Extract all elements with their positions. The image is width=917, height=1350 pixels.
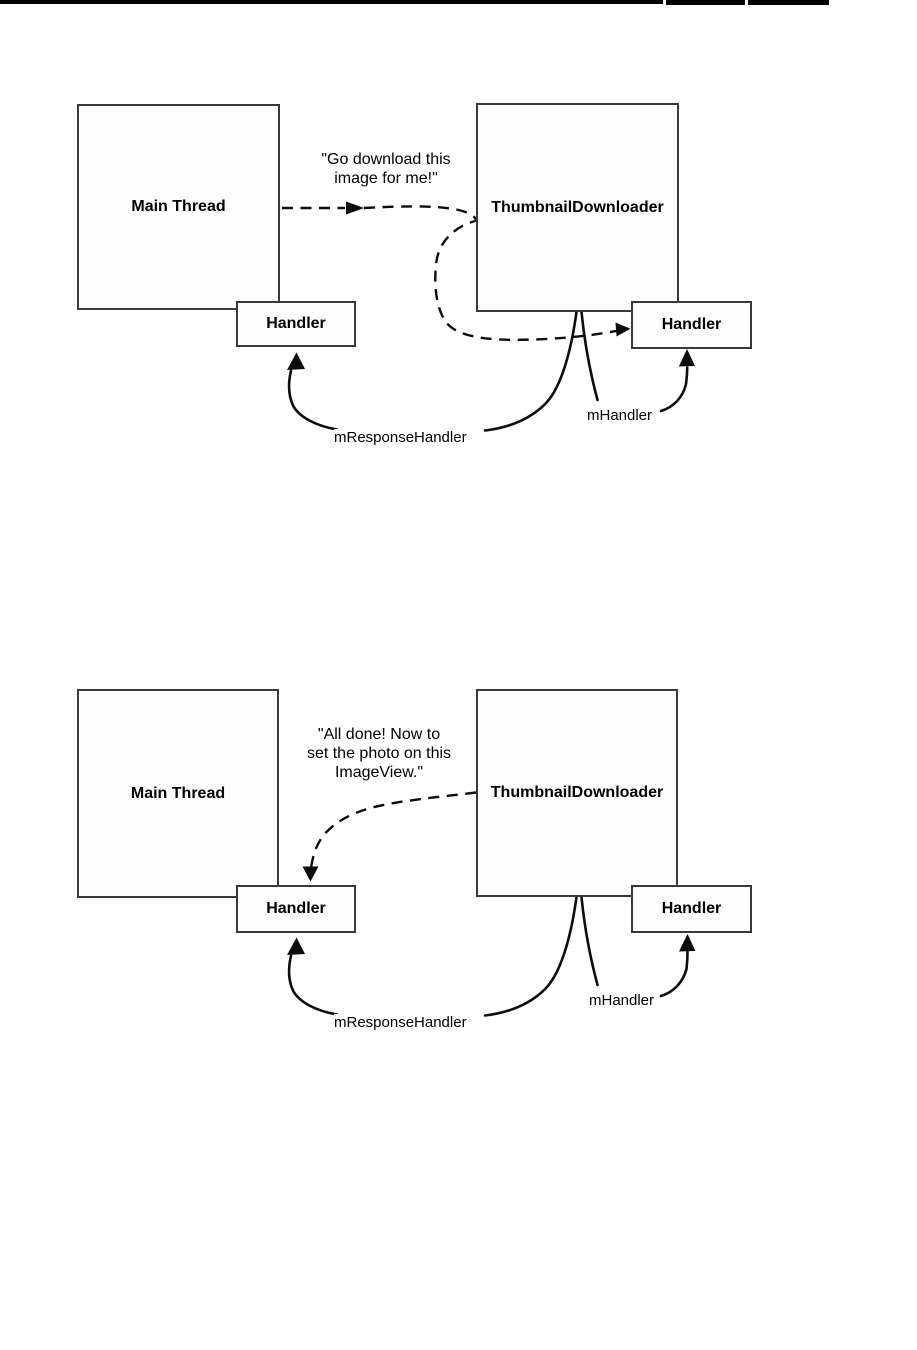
fig1-thumbnail-downloader-label: ThumbnailDownloader bbox=[491, 198, 664, 216]
fig2-line-to-mhandler bbox=[580, 895, 599, 987]
fig2-mhandler-label: mHandler bbox=[589, 992, 655, 1009]
fig2-main-handler-label: Handler bbox=[266, 900, 326, 917]
fig1-mresponsehandler-arrowhead bbox=[287, 352, 305, 370]
fig1-message-arrowhead-mid bbox=[346, 201, 364, 215]
fig2-main-handler-box: Handler bbox=[236, 885, 356, 933]
header-rule-left bbox=[0, 0, 663, 4]
fig2-downloader-handler-box: Handler bbox=[631, 885, 752, 933]
fig1-line-to-mhandler bbox=[580, 310, 599, 402]
fig1-mresponsehandler-arrow bbox=[287, 369, 339, 431]
fig1-message-quote: "Go download this image for me!" bbox=[321, 151, 451, 187]
fig2-downloader-handler-label: Handler bbox=[661, 900, 722, 917]
fig2-message-dashed-curve bbox=[309, 791, 477, 870]
fig1-mhandler-label: mHandler bbox=[587, 407, 653, 424]
fig2-mresponsehandler-label: mResponseHandler bbox=[334, 1014, 467, 1031]
fig1-main-handler-box: Handler bbox=[236, 301, 356, 347]
fig2-message-quote: "All done! Now to set the photo on this … bbox=[306, 726, 452, 781]
fig1-mresponsehandler-label: mResponseHandler bbox=[334, 429, 467, 446]
fig2-main-thread-label: Main Thread bbox=[130, 784, 226, 802]
fig1-main-thread-box: Main Thread bbox=[77, 104, 280, 310]
fig1-mhandler-arrow bbox=[659, 366, 689, 413]
fig2-thumbnail-downloader-box: ThumbnailDownloader bbox=[476, 689, 678, 897]
fig2-line-to-mresponsehandler bbox=[483, 895, 578, 1017]
fig2-mresponsehandler-arrow bbox=[287, 954, 339, 1016]
fig2-thumbnail-downloader-label: ThumbnailDownloader bbox=[490, 784, 664, 801]
fig2-mhandler-arrow bbox=[659, 950, 689, 998]
fig2-main-thread-box: Main Thread bbox=[77, 689, 279, 898]
header-rule-right bbox=[748, 0, 829, 5]
fig1-downloader-handler-box: Handler bbox=[631, 301, 752, 349]
fig1-mhandler-arrowhead bbox=[678, 349, 695, 367]
fig2-message-arrowhead bbox=[302, 866, 319, 882]
fig1-main-thread-label: Main Thread bbox=[131, 198, 226, 215]
fig1-thumbnail-downloader-box: ThumbnailDownloader bbox=[476, 103, 679, 312]
fig1-message-dashed-loop bbox=[363, 205, 618, 342]
fig2-mresponsehandler-arrowhead bbox=[287, 937, 305, 955]
fig1-main-handler-label: Handler bbox=[266, 315, 326, 332]
fig1-downloader-handler-label: Handler bbox=[661, 316, 722, 333]
fig2-mhandler-arrowhead bbox=[679, 934, 696, 952]
fig1-line-to-mresponsehandler bbox=[483, 310, 578, 432]
fig1-message-arrowhead-end bbox=[615, 322, 631, 337]
header-rule-mid bbox=[666, 0, 745, 5]
